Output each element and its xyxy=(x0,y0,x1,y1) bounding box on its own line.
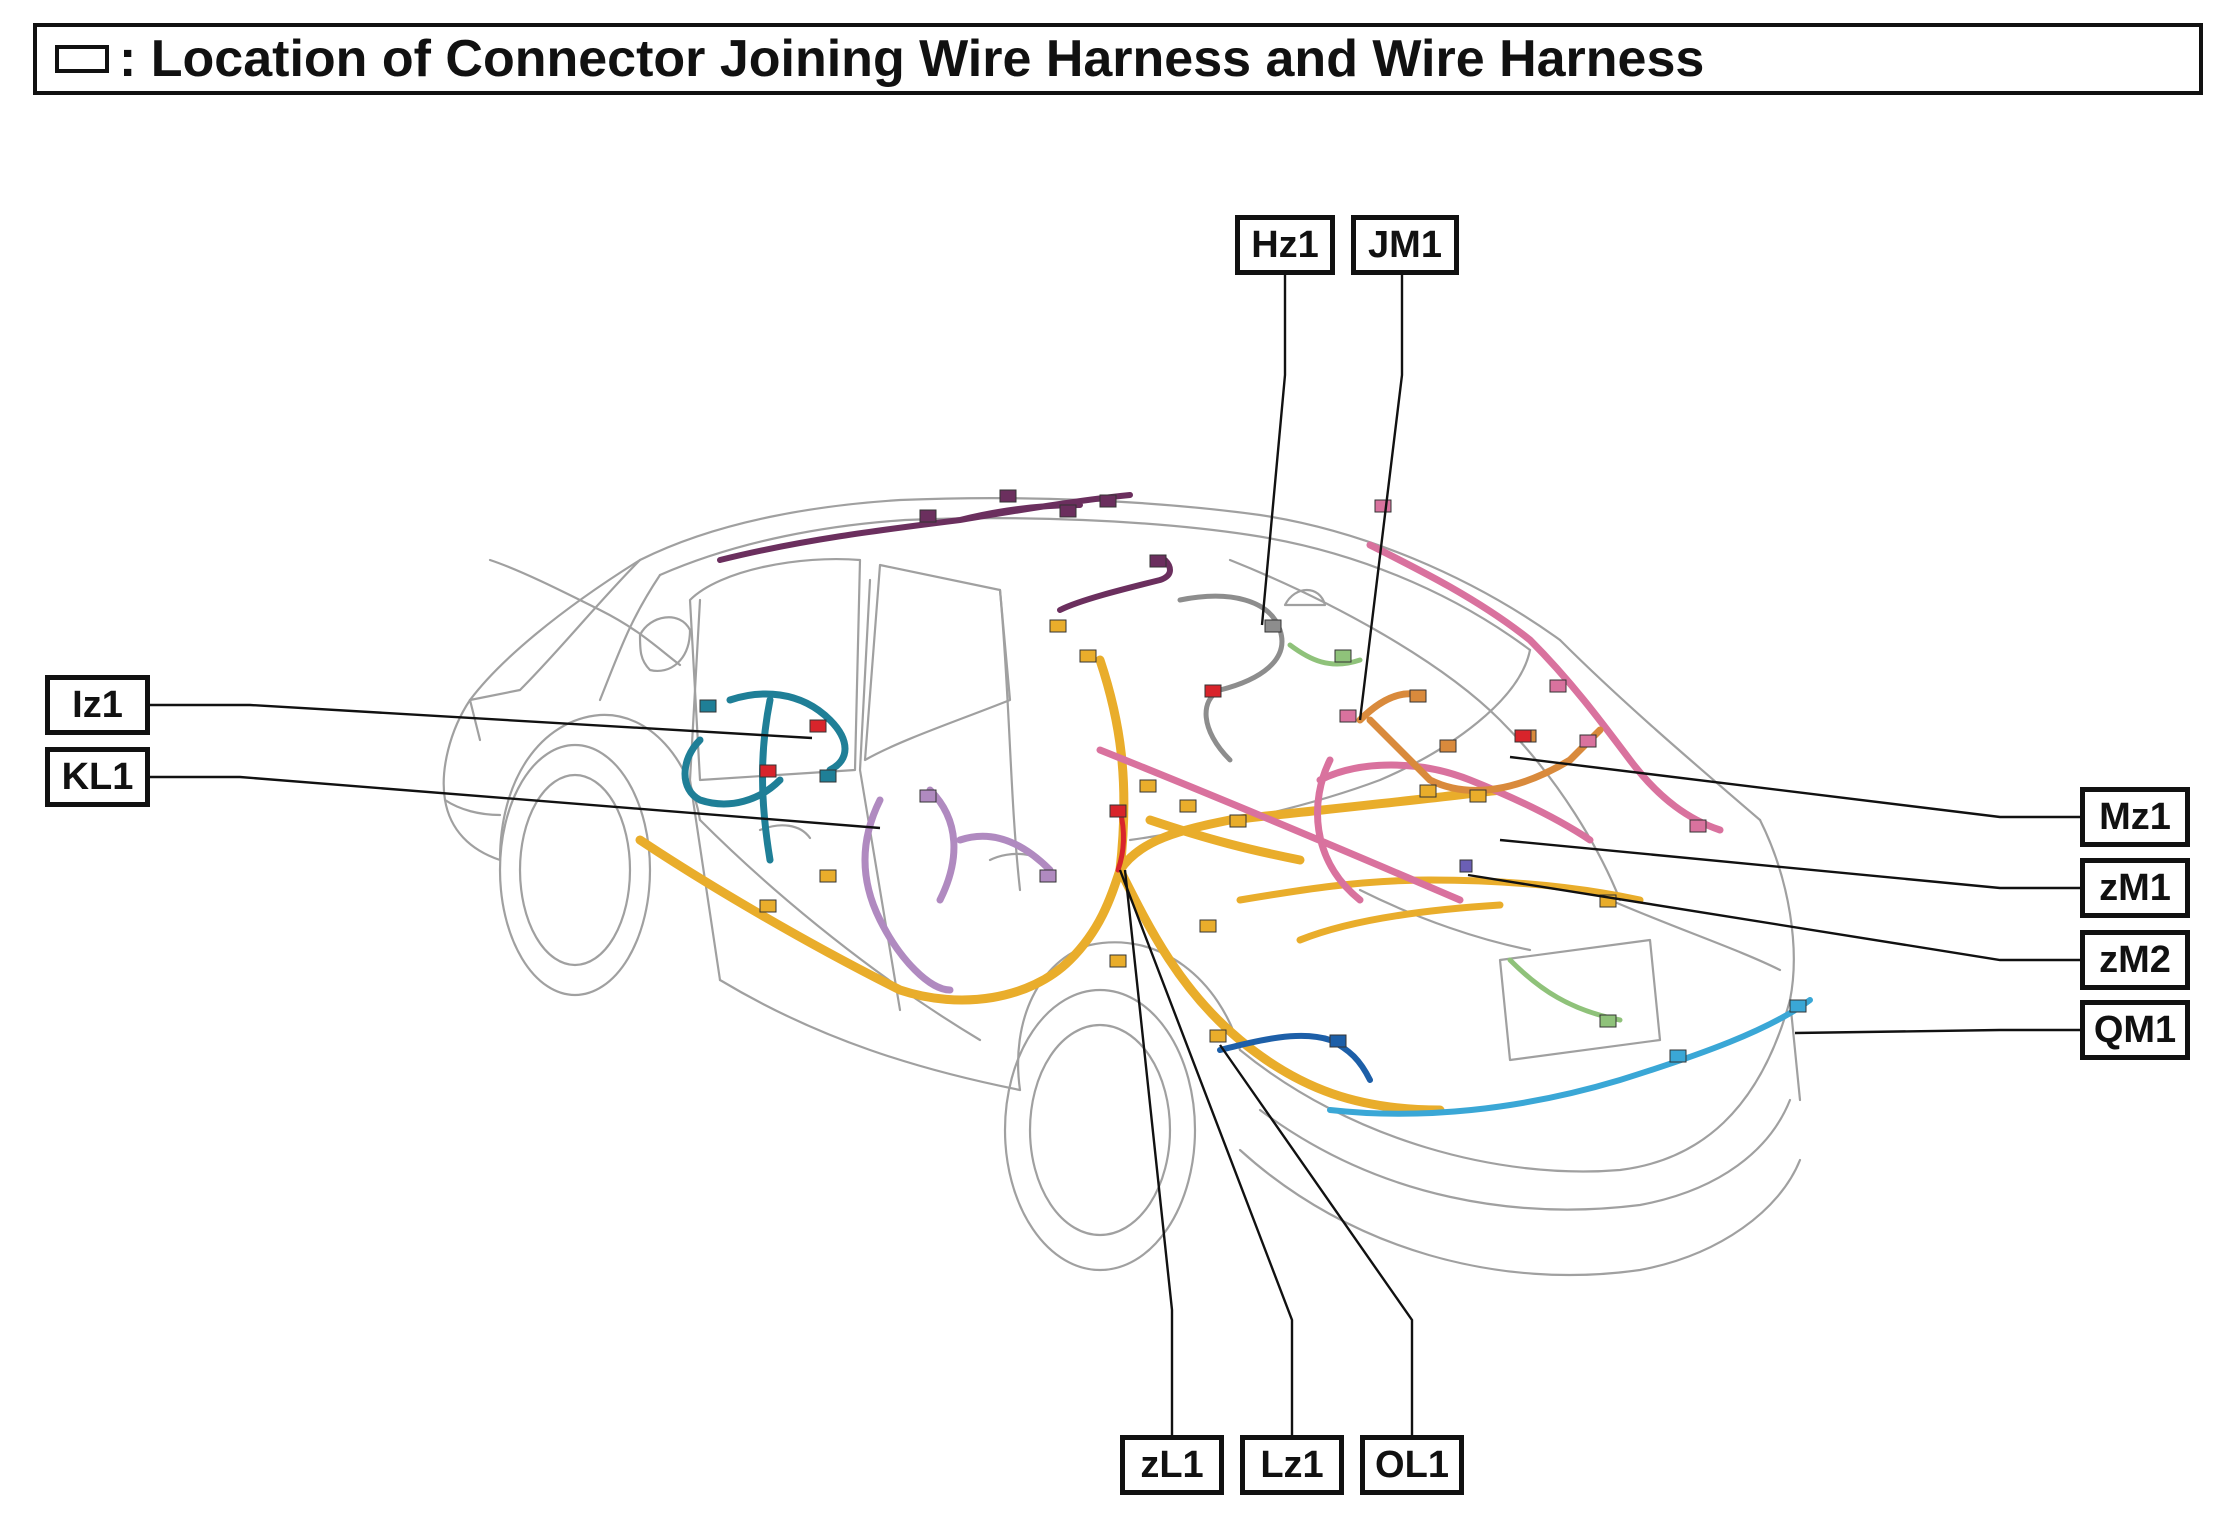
leader-iz1 xyxy=(150,703,813,740)
floor-harness-blue xyxy=(1217,1032,1373,1083)
wire-harnesses xyxy=(635,492,1813,1117)
rear-bumper-harness xyxy=(1327,997,1813,1117)
roof-rear-harness-gray xyxy=(1177,593,1285,763)
luggage-harness-green xyxy=(1287,642,1623,1023)
callout-ol1: OL1 xyxy=(1360,1435,1464,1495)
page-title: : Location of Connector Joining Wire Har… xyxy=(119,30,1705,88)
callout-mz1: Mz1 xyxy=(2080,787,2190,847)
title-bar: : Location of Connector Joining Wire Har… xyxy=(33,23,2203,95)
connector-blocks xyxy=(699,489,1807,1063)
body-harness-orange xyxy=(1356,690,1604,794)
leader-lines xyxy=(150,275,2080,1435)
car-body-outline xyxy=(442,497,1802,1277)
rear-door-harness xyxy=(861,786,1054,994)
leader-zm2 xyxy=(1467,873,2080,962)
leader-mz1 xyxy=(1509,755,2080,819)
leader-lz1 xyxy=(1118,869,1294,1435)
rear-harness xyxy=(1096,541,1724,904)
callout-zl1: zL1 xyxy=(1120,1435,1224,1495)
callout-qm1: QM1 xyxy=(2080,1000,2190,1060)
leader-jm1 xyxy=(1358,275,1404,721)
leader-zl1 xyxy=(1123,869,1174,1435)
connector-box-symbol-icon xyxy=(55,45,109,73)
callout-hz1: Hz1 xyxy=(1235,215,1335,275)
callout-iz1: Iz1 xyxy=(45,675,150,735)
floor-harness xyxy=(635,655,1505,1115)
leader-kl1 xyxy=(150,775,881,830)
callout-zm1: zM1 xyxy=(2080,858,2190,918)
callout-lz1: Lz1 xyxy=(1240,1435,1344,1495)
leader-hz1 xyxy=(1260,275,1287,626)
leader-zm1 xyxy=(1499,838,2080,890)
callout-zm2: zM2 xyxy=(2080,930,2190,990)
leader-qm1 xyxy=(1794,1028,2080,1035)
leader-ol1 xyxy=(1219,1044,1414,1435)
callout-kl1: KL1 xyxy=(45,747,150,807)
callout-jm1: JM1 xyxy=(1351,215,1459,275)
